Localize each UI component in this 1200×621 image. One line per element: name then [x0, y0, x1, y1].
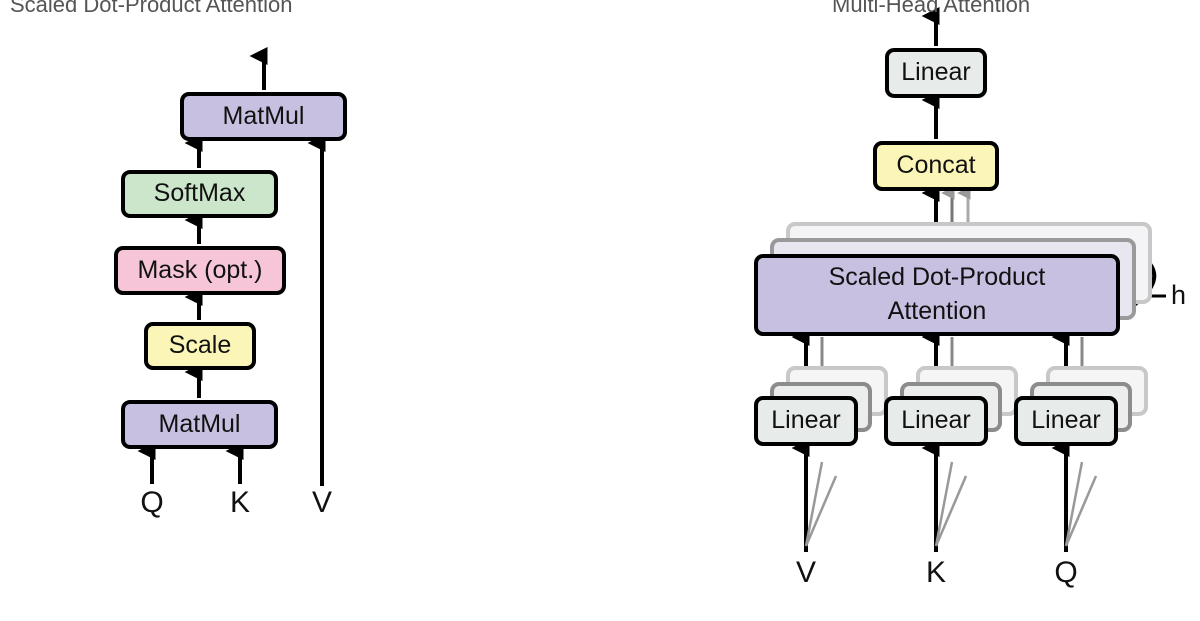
- left-input-v: V: [311, 486, 332, 519]
- attention-label-line1: Scaled Dot-Product: [828, 263, 1046, 292]
- heads-count-label: h: [1171, 280, 1187, 310]
- scale-box: Scale: [144, 322, 256, 370]
- right-diagram-title: Multi-Head Attention: [832, 0, 1031, 17]
- matmul-top-label: MatMul: [222, 101, 305, 130]
- input-fan-v: [804, 461, 838, 547]
- linear-q-box: Linear: [1014, 396, 1118, 446]
- right-input-v: V: [795, 556, 816, 589]
- matmul-top-box: MatMul: [180, 92, 347, 141]
- input-fan-k: [934, 461, 968, 547]
- softmax-box: SoftMax: [121, 170, 278, 218]
- linear-v-label: Linear: [771, 406, 841, 435]
- input-fan-q: [1064, 461, 1098, 547]
- softmax-label: SoftMax: [153, 179, 246, 208]
- left-input-q: Q: [140, 486, 164, 519]
- linear-top-box: Linear: [885, 48, 987, 98]
- linear-k-label: Linear: [901, 406, 971, 435]
- concat-label: Concat: [896, 151, 976, 180]
- attention-box: Scaled Dot-Product Attention: [754, 254, 1120, 336]
- right-input-q: Q: [1054, 556, 1078, 589]
- linear-top-label: Linear: [901, 58, 971, 87]
- linear-q-label: Linear: [1031, 406, 1101, 435]
- left-diagram-title: Scaled Dot-Product Attention: [10, 0, 293, 17]
- right-input-k: K: [925, 556, 946, 589]
- linear-v-box: Linear: [754, 396, 858, 446]
- scale-label: Scale: [168, 331, 232, 360]
- matmul-bottom-box: MatMul: [121, 400, 278, 449]
- mask-box: Mask (opt.): [114, 246, 286, 295]
- concat-box: Concat: [873, 141, 999, 191]
- matmul-bottom-label: MatMul: [158, 409, 241, 438]
- left-input-k: K: [229, 486, 250, 519]
- linear-k-box: Linear: [884, 396, 988, 446]
- attention-label-line2: Attention: [887, 297, 987, 325]
- mask-label: Mask (opt.): [137, 255, 263, 284]
